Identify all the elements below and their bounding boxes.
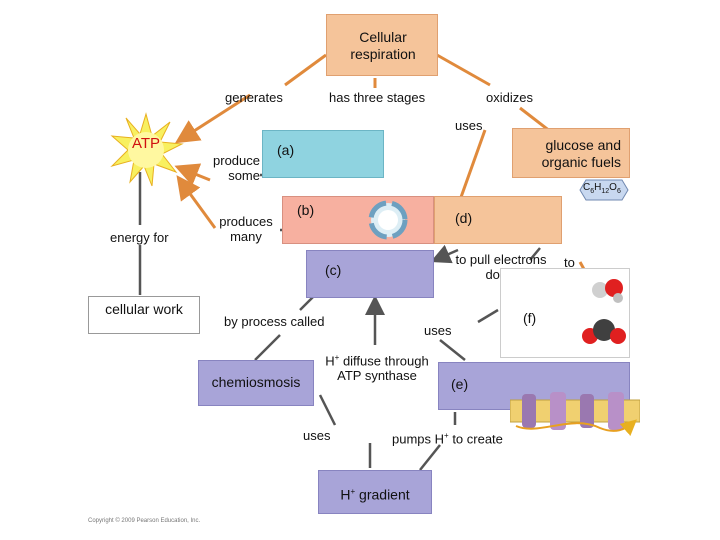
title-box: Cellular respiration [326,14,438,76]
pumps-pre: pumps H [392,431,445,447]
gradient-h: H [340,486,351,503]
blank-a-box: (a) [262,130,384,178]
h-diffuse-rest: diffuse through ATP synthase [337,353,429,384]
label-oxidizes: oxidizes [486,90,533,105]
glucose-box: glucose and organic fuels [512,128,630,178]
gradient-plus: + [350,487,356,496]
label-produce-some: produce some [213,153,260,183]
formula-sub-12: 12 [601,188,610,195]
atp-starburst [110,112,184,187]
blank-c-label: (c) [325,262,342,278]
blank-a-label: (a) [277,142,295,158]
blank-e-label: (e) [451,376,469,392]
h-gradient-box: H+ gradient [318,470,432,514]
title-text: Cellular respiration [350,29,416,62]
chemiosmosis-text: chemiosmosis [211,374,301,390]
label-generates: generates [225,90,283,105]
cellular-work-box: cellular work [88,296,200,334]
label-uses-bottom: uses [303,428,331,443]
atp-label: ATP [131,135,161,152]
label-has-three-stages: has three stages [329,90,426,105]
label-uses-mid: uses [424,323,452,338]
glucose-text: glucose and organic fuels [541,137,621,170]
glucose-formula: C6H12O6 [583,182,621,198]
label-to: to [564,255,575,270]
orange-connectors [174,53,592,281]
blank-b-box: (b) [282,196,434,244]
citric-cycle-icon [368,200,408,240]
blank-f-label: (f) [523,310,537,326]
h-gradient-text: H+ gradient [319,484,431,503]
formula-sub-6a: 6 [590,188,595,195]
chemiosmosis-box: chemiosmosis [198,360,314,406]
label-energy-for: energy for [110,230,169,245]
membrane-icon [510,392,640,436]
formula-h: H [594,182,602,193]
copyright-text: Copyright © 2009 Pearson Education, Inc. [88,518,201,524]
label-h-diffuse: H+ diffuse through ATP synthase [322,350,432,383]
blank-d-label: (d) [455,210,473,226]
cellular-work-text: cellular work [105,301,183,317]
formula-o: O [609,182,617,193]
label-pumps: pumps H+ to create [392,428,503,446]
blank-b-label: (b) [297,202,315,218]
formula-sub-6b: 6 [616,188,621,195]
water-molecule-icon [582,319,626,344]
oxygen-molecule-icon [592,279,623,303]
formula-c: C [583,182,591,193]
h-diffuse-plus: + [334,353,340,362]
pumps-plus: + [444,431,449,440]
label-produces-many: produces many [219,214,273,244]
label-uses-top: uses [455,118,483,133]
pumps-post: to create [448,431,503,447]
h-diffuse-h: H [325,353,335,369]
blank-c-box: (c) [306,250,434,298]
glucose-hexagon [579,179,629,201]
blank-d-box: (d) [434,196,562,244]
gradient-rest: gradient [355,486,410,503]
label-by-process-called: by process called [224,314,325,329]
